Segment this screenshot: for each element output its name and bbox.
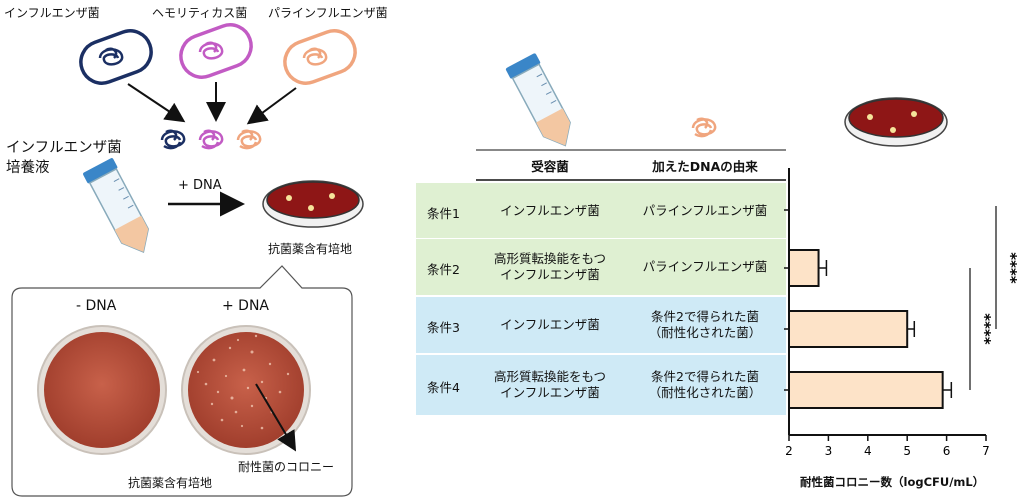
significance-label: **** xyxy=(1002,252,1020,284)
culture-tube-icon xyxy=(83,158,150,253)
recipient-cell: インフルエンザ菌 xyxy=(470,317,630,333)
significance-label: **** xyxy=(976,313,994,345)
dna-origin-cell-line: （耐性化された菌） xyxy=(648,384,762,400)
dna-origin-cell-line: パラインフルエンザ菌 xyxy=(642,202,768,218)
bacterium-parainfluenza-icon xyxy=(283,29,357,85)
label-hemolyticus: ヘモリティカス菌 xyxy=(152,6,248,20)
recipient-cell-line: インフルエンザ菌 xyxy=(500,202,600,218)
culture-label-2: 培養液 xyxy=(6,160,50,176)
arrow-influenza xyxy=(127,83,186,123)
label-parainfluenza: パラインフルエンザ菌 xyxy=(268,6,388,20)
dna-origin-cell-line: 条件2で得られた菌 xyxy=(651,309,759,324)
result-petri-dish-icon xyxy=(844,97,948,147)
condition-label: 条件2 xyxy=(427,262,460,277)
recipient-cell-line: 高形質転換能をもつ xyxy=(493,251,606,266)
condition-label: 条件3 xyxy=(427,320,460,335)
dna-hemolyticus-icon xyxy=(198,129,224,150)
dna-origin-cell-line: パラインフルエンザ菌 xyxy=(642,259,768,274)
photo-bottom-label: 抗菌薬含有培地 xyxy=(128,476,213,490)
dna-origin-cell: 条件2で得られた菌（耐性化された菌） xyxy=(630,309,780,340)
condition-label: 条件4 xyxy=(427,380,460,395)
header-recipient: 受容菌 xyxy=(531,159,569,174)
dna-origin-cell-line: 条件2で得られた菌 xyxy=(651,369,759,384)
recipient-cell: 高形質転換能をもつインフルエンザ菌 xyxy=(470,251,630,282)
bar xyxy=(788,249,820,287)
recipient-tube-icon xyxy=(505,53,571,147)
x-tick-label: 3 xyxy=(825,444,833,458)
recipient-cell: インフルエンザ菌 xyxy=(470,203,630,219)
added-dna-icon xyxy=(691,117,717,138)
arrow-parainfluenza xyxy=(246,87,297,125)
dna-origin-cell: パラインフルエンザ菌 xyxy=(630,259,780,275)
plus-dna-photo-label: + DNA xyxy=(222,298,270,314)
petri-dish-icon xyxy=(262,180,364,228)
colony-dots xyxy=(196,334,290,430)
dna-parainfluenza-icon xyxy=(236,129,262,150)
bar xyxy=(788,310,909,348)
dna-origin-cell: パラインフルエンザ菌 xyxy=(630,203,780,219)
colony-label: 耐性菌のコロニー xyxy=(238,460,335,474)
bar xyxy=(788,371,944,409)
recipient-cell: 高形質転換能をもつインフルエンザ菌 xyxy=(470,369,630,400)
header-dna-origin: 加えたDNAの由来 xyxy=(652,159,758,174)
recipient-cell-line: インフルエンザ菌 xyxy=(500,266,600,282)
table-row xyxy=(416,297,786,353)
bacterium-hemolyticus-icon xyxy=(179,23,253,79)
chart-xlabel: 耐性菌コロニー数（logCFU/mL） xyxy=(800,475,985,489)
culture-label-1: インフルエンザ菌 xyxy=(6,140,122,156)
x-tick-label: 4 xyxy=(864,444,872,458)
x-tick-label: 5 xyxy=(903,444,911,458)
bacterium-influenza-icon xyxy=(79,29,153,85)
plate-label: 抗菌薬含有培地 xyxy=(268,242,353,256)
minus-dna-label: - DNA xyxy=(76,298,117,314)
x-tick-label: 2 xyxy=(785,444,793,458)
table-row xyxy=(416,355,786,415)
table-row xyxy=(416,183,786,238)
dna-origin-cell-line: （耐性化された菌） xyxy=(648,324,762,340)
plus-dna-label: + DNA xyxy=(178,178,222,193)
label-influenza: インフルエンザ菌 xyxy=(4,6,100,20)
recipient-cell-line: インフルエンザ菌 xyxy=(500,384,600,400)
dna-influenza-icon xyxy=(160,129,186,150)
recipient-cell-line: インフルエンザ菌 xyxy=(500,317,600,332)
table-row xyxy=(416,239,786,295)
x-tick-label: 7 xyxy=(982,444,990,458)
x-tick-label: 6 xyxy=(943,444,951,458)
dna-origin-cell: 条件2で得られた菌（耐性化された菌） xyxy=(630,369,780,400)
recipient-cell-line: 高形質転換能をもつ xyxy=(493,369,606,384)
arrow-colony xyxy=(255,383,297,452)
plate-minus-dna-photo xyxy=(37,325,167,455)
condition-label: 条件1 xyxy=(427,205,460,221)
